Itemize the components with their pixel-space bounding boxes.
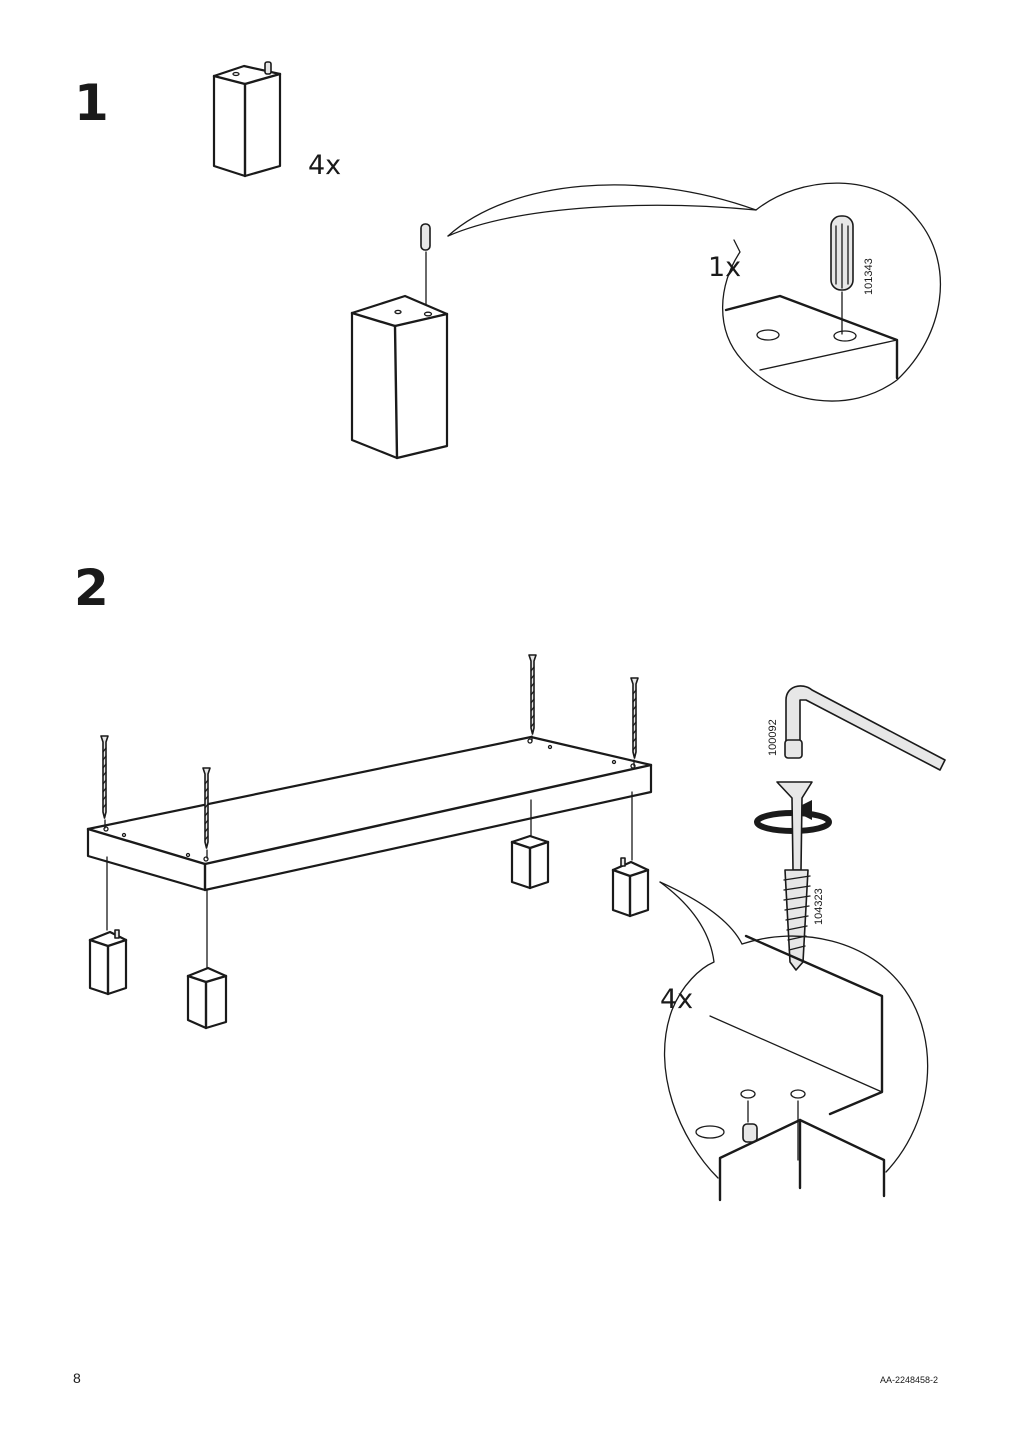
screw-icon [203, 768, 210, 858]
leg-quantity: 4x [308, 150, 342, 181]
screw-part-number: 104323 [813, 888, 825, 925]
leg-icon [512, 836, 548, 888]
screw-detail-icon [777, 782, 812, 970]
step-2-number: 2 [74, 559, 109, 617]
step-1-number: 1 [74, 74, 109, 132]
dowel-quantity: 1x [708, 252, 742, 283]
page-number: 8 [73, 1370, 81, 1386]
leg-block-icon [352, 296, 447, 458]
screw-icon [631, 678, 638, 766]
wooden-dowel-icon [421, 224, 430, 312]
leg-part-icon [214, 62, 280, 176]
leg-icon [90, 930, 126, 994]
bench-top-panel [88, 737, 651, 890]
dowel-detail-callout [448, 183, 940, 401]
document-code: AA-2248458-2 [880, 1375, 939, 1385]
screw-icon [529, 655, 536, 741]
screw-detail-callout [660, 882, 928, 1200]
leg-icon [613, 858, 648, 916]
dowel-part-number: 101343 [863, 258, 875, 295]
leg-icon [188, 968, 226, 1028]
allen-key-part-number: 100092 [767, 719, 779, 756]
screw-icon [101, 736, 108, 828]
screw-quantity: 4x [660, 984, 694, 1015]
allen-key-icon [785, 686, 945, 770]
